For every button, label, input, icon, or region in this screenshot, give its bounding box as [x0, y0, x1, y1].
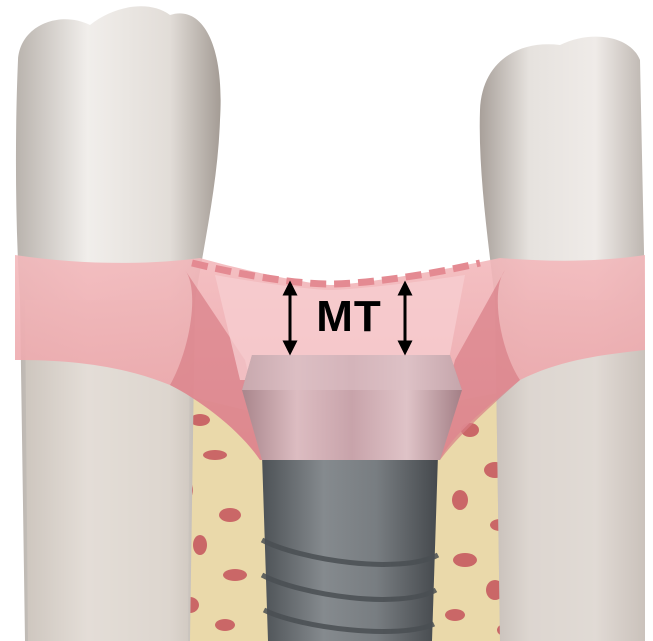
abutment — [242, 355, 462, 460]
implant-body — [262, 455, 438, 641]
mt-label: MT — [304, 292, 394, 342]
